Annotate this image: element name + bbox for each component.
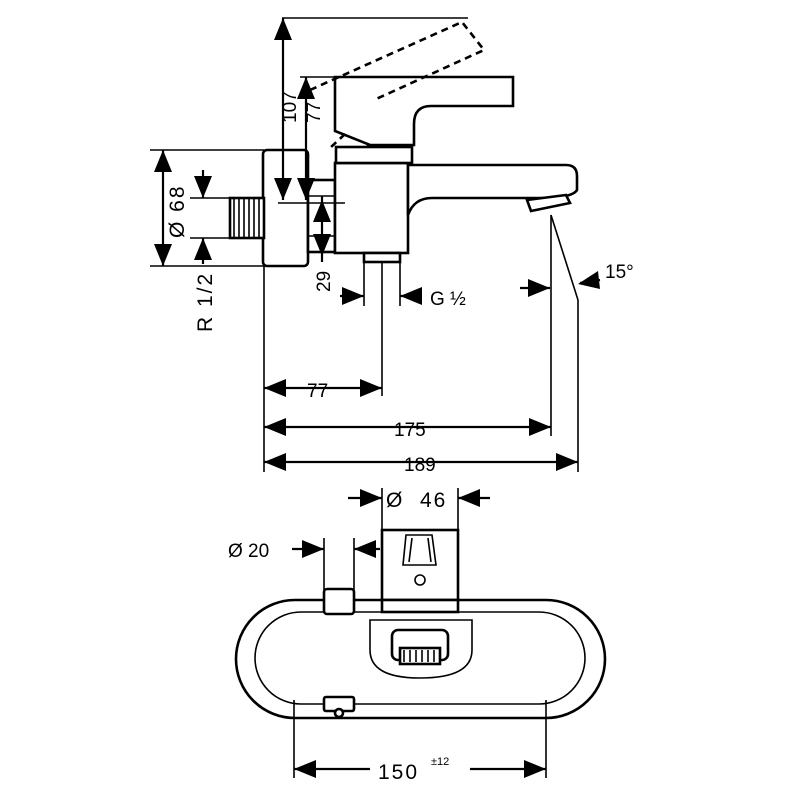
dim-d68-label: Ø 68 [166, 184, 189, 238]
lever-handle-open [309, 20, 487, 149]
front-view [234, 528, 607, 720]
side-dimensions: 107 77 Ø 68 R 1/2 29 G ½ [150, 17, 634, 476]
front-dimensions: Ø 46 Ø 20 150 ±12 [228, 488, 547, 784]
dim-29-label: 29 [314, 271, 335, 292]
dim-15deg-label: 15° [605, 262, 634, 283]
spout [406, 163, 579, 216]
lever-indicator [414, 574, 426, 586]
dim-77-vertical-label: 77 [304, 102, 325, 123]
threaded-connector [228, 196, 266, 240]
wall-flange [261, 148, 310, 268]
dim-r12-label: R 1/2 [194, 272, 217, 332]
side-view [228, 20, 579, 301]
mixer-body [333, 161, 410, 255]
dim-175-label: 175 [394, 420, 426, 441]
outlet-nut [362, 251, 402, 264]
dim-d20-label: Ø 20 [228, 541, 269, 562]
dim-g12-label: G ½ [430, 289, 466, 310]
dim-77-label: 77 [307, 381, 328, 402]
dim-150-label: 150 [378, 761, 419, 784]
front-diverter-knob [322, 587, 356, 616]
dim-107-label: 107 [280, 91, 301, 123]
spout-aerator [525, 193, 572, 213]
dim-d46-label: Ø 46 [386, 489, 447, 512]
center-recess [369, 619, 473, 679]
lever-handle [333, 75, 515, 147]
dim-150-tolerance: ±12 [431, 756, 449, 768]
dim-189-label: 189 [404, 455, 436, 476]
